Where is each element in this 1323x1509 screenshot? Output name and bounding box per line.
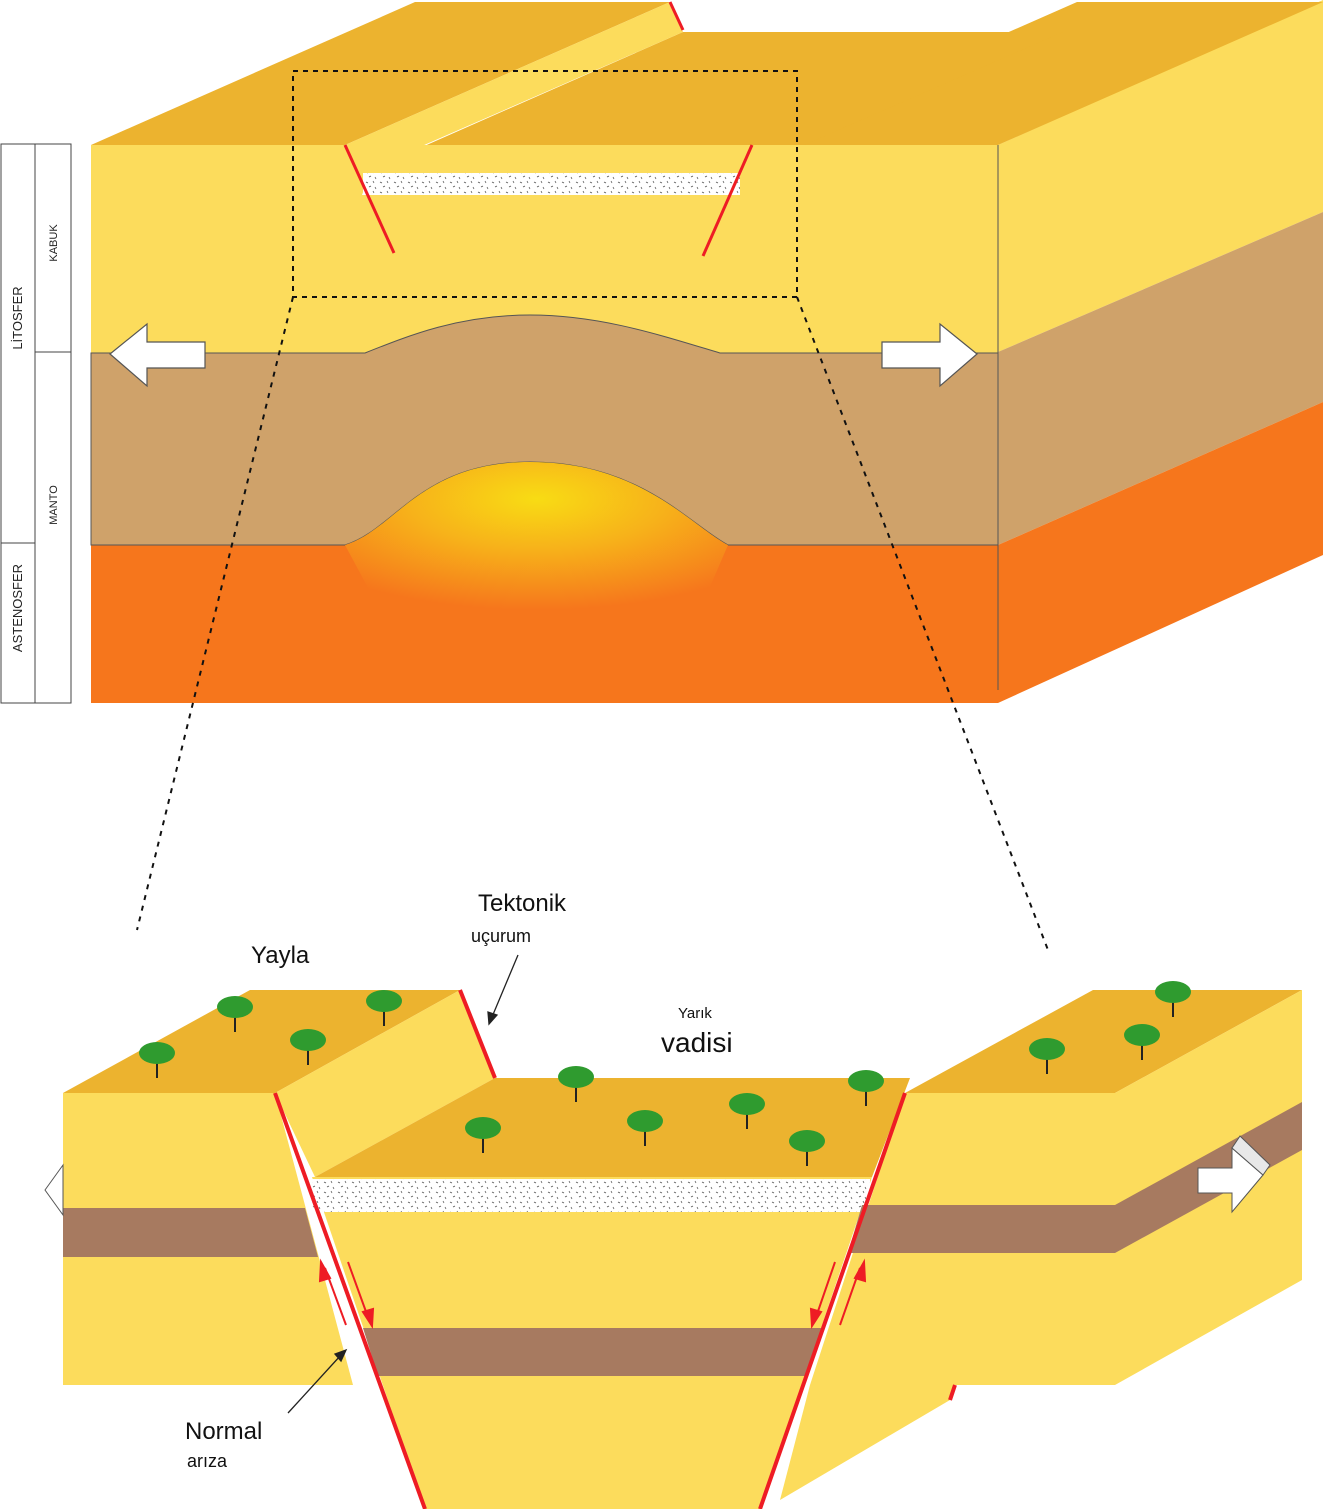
- tree-icon: [366, 990, 402, 1026]
- fault-top-left: [343, 144, 396, 254]
- tree-icon: [217, 996, 253, 1032]
- tree-icon: [1029, 1038, 1065, 1074]
- tree-icon: [789, 1130, 825, 1166]
- left-edge-arrow: [44, 1163, 64, 1217]
- top-block-diagram: [90, 0, 1323, 703]
- right-lower-wedge: [780, 1385, 955, 1500]
- top-surface-right: [752, 2, 1323, 145]
- top-surface-left: [91, 2, 670, 145]
- fault-wedge-edge: [948, 1384, 957, 1401]
- normal-fault-right: [758, 1092, 907, 1509]
- pointer-normal-ariza: [287, 1348, 348, 1414]
- tree-icon: [1124, 1024, 1160, 1060]
- left-block-stratum: [63, 1208, 318, 1257]
- front-asthenosphere: [91, 545, 998, 703]
- fault-motion-right-icon: [809, 1258, 867, 1330]
- pointer-tektonik: [487, 954, 519, 1026]
- normal-label: Normal: [185, 1418, 262, 1445]
- yarik-label: Yarık: [678, 1005, 712, 1022]
- tree-icon: [558, 1066, 594, 1102]
- scarp-face-top: [345, 2, 683, 173]
- tektonik-label: Tektonik: [478, 890, 567, 917]
- tree-icon: [290, 1029, 326, 1065]
- arrow-right-icon: [881, 322, 978, 388]
- manto-label: MANTO: [48, 485, 60, 525]
- kabuk-label: KABUK: [48, 224, 60, 262]
- astenosfer-label: ASTENOSFER: [10, 564, 25, 652]
- tree-icon: [848, 1070, 884, 1106]
- scarp-fault-top: [458, 989, 497, 1079]
- normal-fault-left: [273, 1092, 427, 1509]
- right-block-top: [905, 990, 1302, 1093]
- fault-motion-left-icon: [318, 1258, 375, 1330]
- ariza-label: arıza: [187, 1451, 228, 1471]
- magma-plume: [345, 462, 728, 610]
- tree-icon: [627, 1110, 663, 1146]
- tree-icon: [139, 1042, 175, 1078]
- side-crust: [998, 0, 1323, 352]
- side-mantle: [998, 212, 1323, 545]
- graben-stratum: [363, 1328, 822, 1376]
- graben-sediment: [312, 1179, 870, 1212]
- litosfer-label: LİTOSFER: [10, 286, 25, 349]
- rift-sediment-top: [362, 173, 740, 195]
- right-block-stratum: [848, 1205, 1115, 1253]
- tree-icon: [465, 1117, 501, 1153]
- tree-icon: [729, 1093, 765, 1129]
- ucurum-label: uçurum: [471, 926, 531, 946]
- tree-icon: [1155, 981, 1191, 1017]
- zoom-line-left: [136, 296, 294, 931]
- trees: [139, 981, 1191, 1166]
- bottom-block-diagram: Yayla Tektonik uçurum Yarık vadisi Norma…: [44, 890, 1302, 1509]
- left-scarp-face: [275, 990, 495, 1177]
- fault-top-right: [701, 144, 754, 257]
- rift-floor-top: [363, 32, 1063, 173]
- vadisi-label: vadisi: [661, 1027, 733, 1058]
- arrow-left-icon: [109, 322, 206, 388]
- yayla-label: Yayla: [251, 942, 310, 969]
- zoom-box: [292, 70, 798, 298]
- arrow-right-bottom-icon: [1197, 1135, 1271, 1214]
- fault-scarp-top: [668, 1, 685, 31]
- layer-label-column: LİTOSFER ASTENOSFER KABUK MANTO: [0, 143, 72, 704]
- side-asthenosphere: [998, 402, 1323, 703]
- left-block-top: [63, 990, 460, 1093]
